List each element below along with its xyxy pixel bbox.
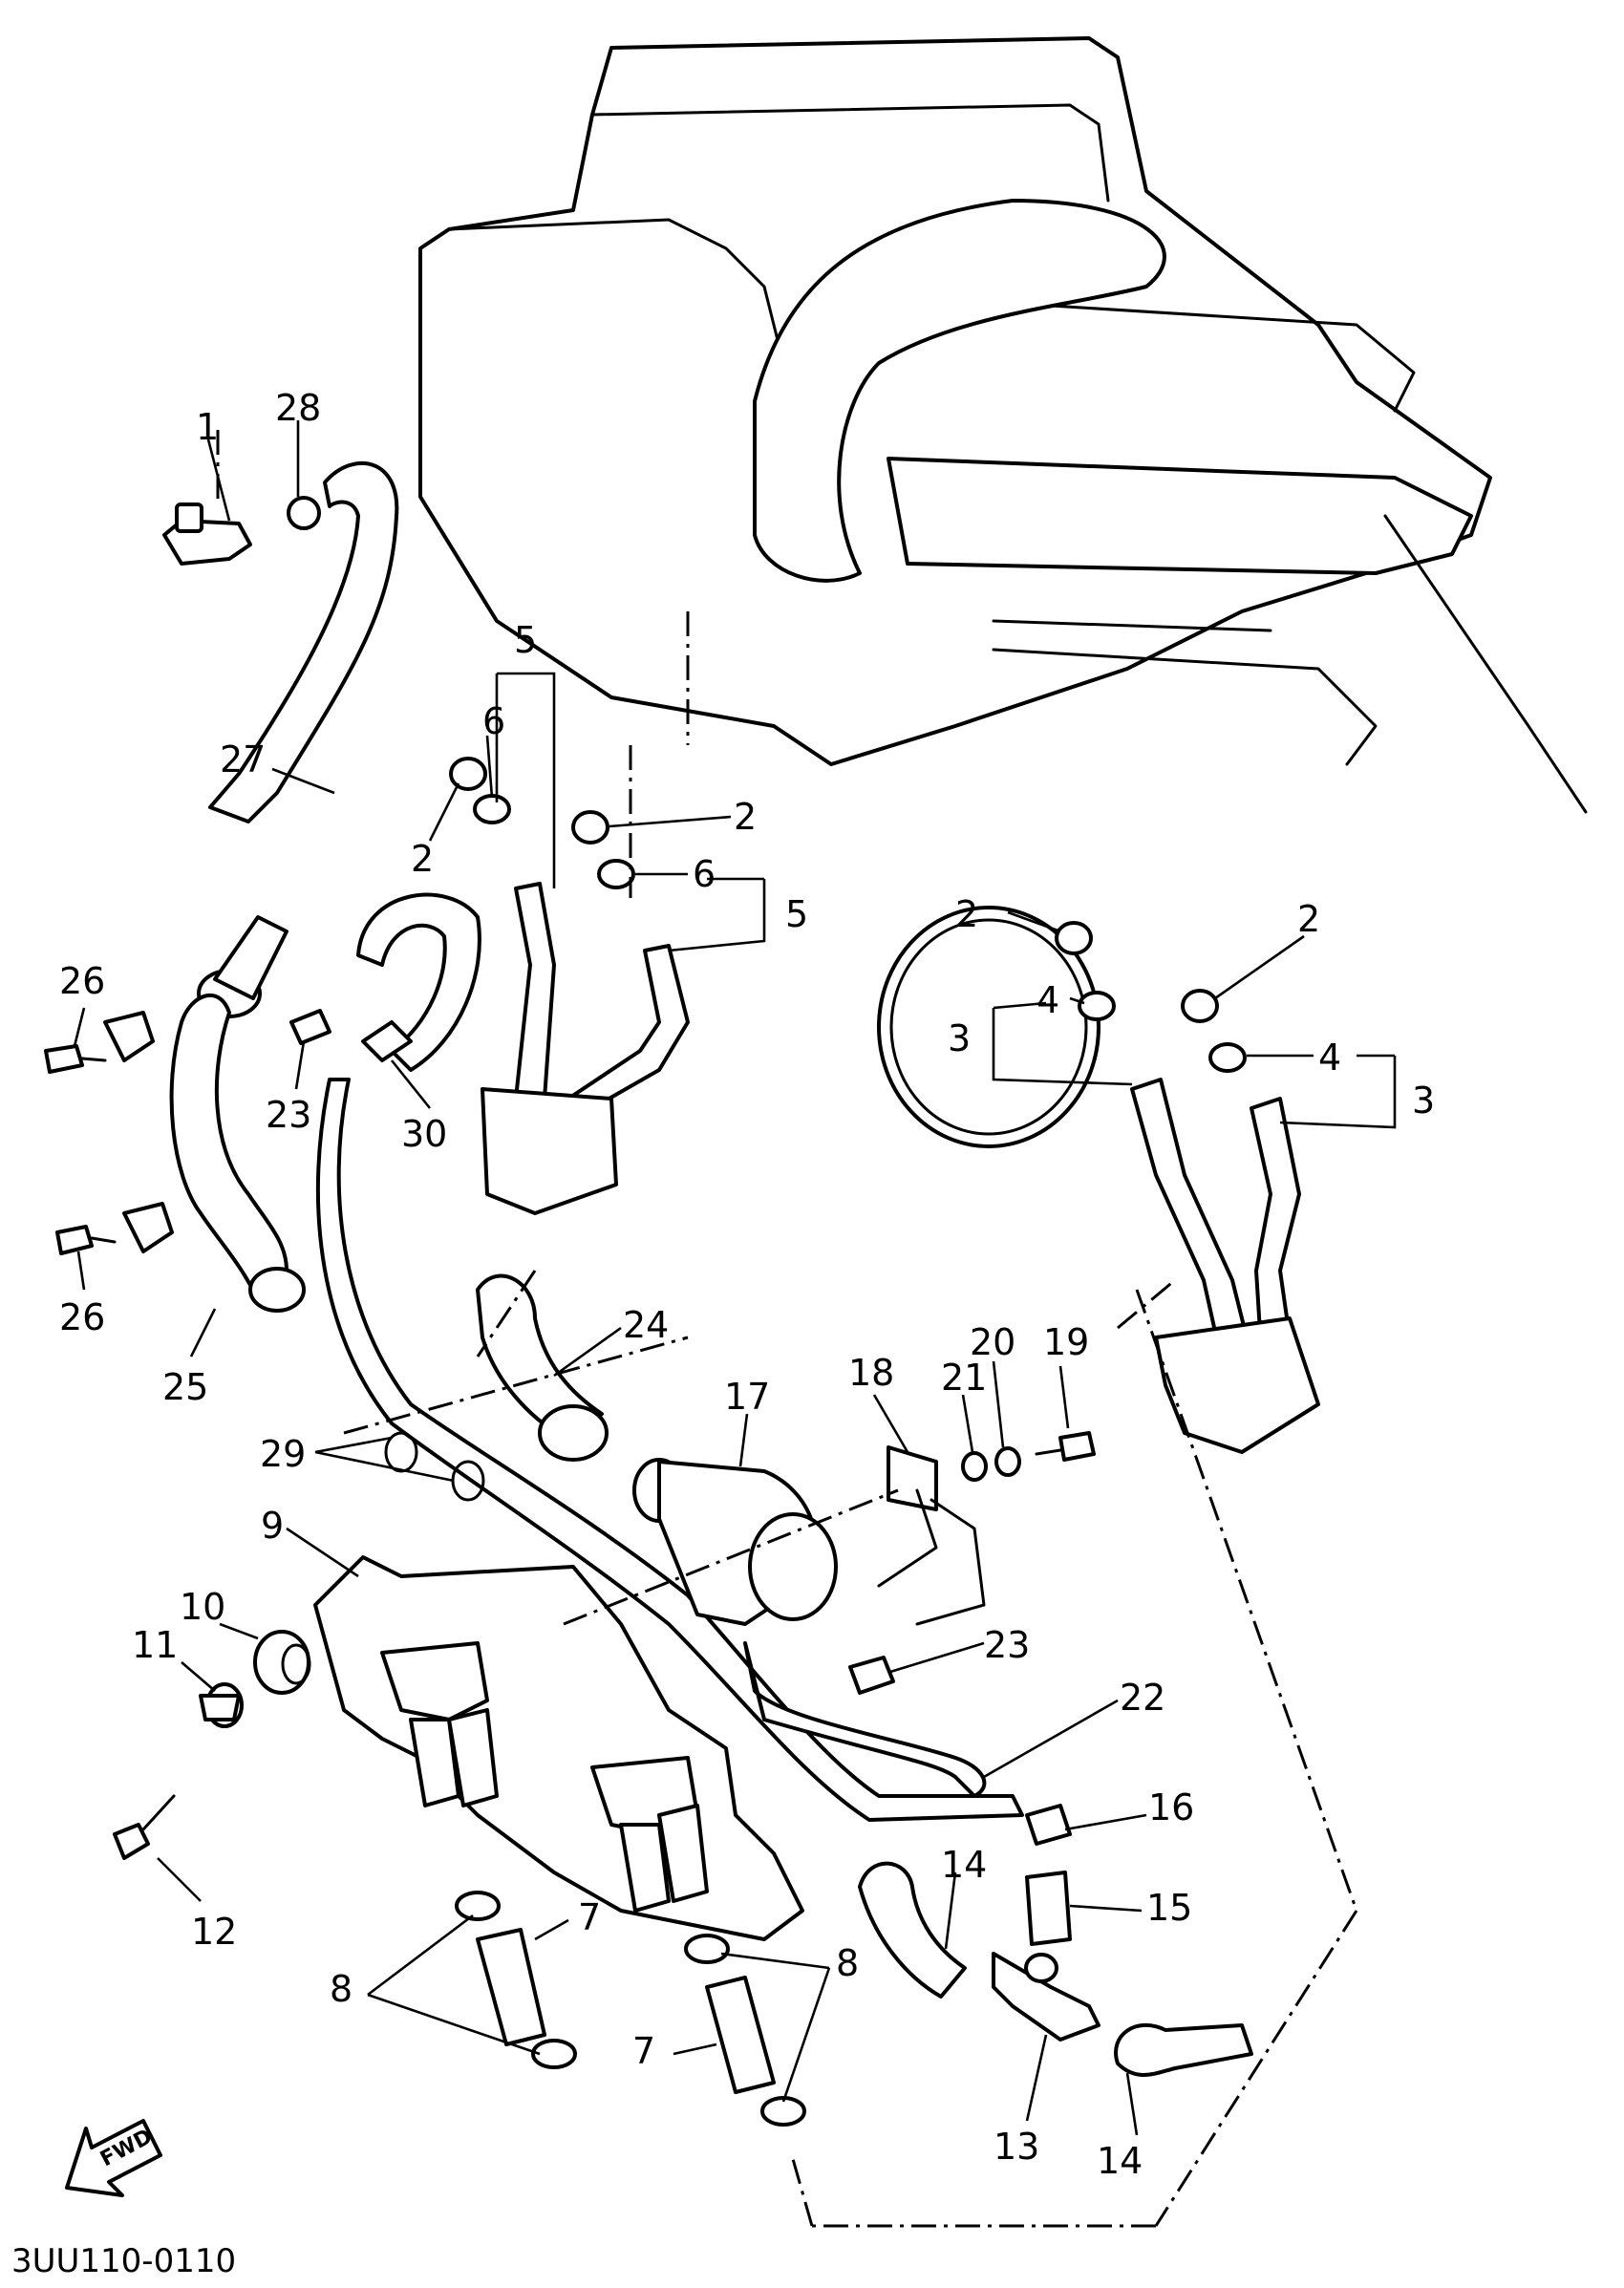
part-26-bolts: [44, 1044, 117, 1255]
assembly-lines: [216, 430, 1358, 2228]
callout-8: 8: [836, 1942, 859, 1984]
callout-3: 3: [1412, 1080, 1435, 1122]
part-14-hose-a: [858, 1861, 967, 1999]
callout-30: 30: [401, 1113, 447, 1155]
callout-14: 14: [1097, 2140, 1143, 2182]
callout-12: 12: [191, 1911, 237, 1953]
callout-23: 23: [266, 1094, 311, 1136]
part-12-bolt: [113, 1794, 176, 1860]
part-8-clamps: [455, 1891, 806, 2127]
part-10-grommet: [253, 1630, 311, 1695]
callout-20: 20: [970, 1321, 1015, 1363]
callout-5: 5: [785, 893, 808, 935]
part-20-spring-washer: [994, 1446, 1021, 1477]
callout-7: 7: [578, 1896, 601, 1938]
callout-2: 2: [734, 796, 757, 838]
part-13-joint: [992, 1952, 1100, 2042]
callout-17: 17: [724, 1376, 770, 1418]
callout-9: 9: [261, 1505, 284, 1547]
callout-27: 27: [220, 738, 266, 780]
callout-1: 1: [196, 406, 219, 448]
callout-15: 15: [1146, 1887, 1192, 1929]
callout-16: 16: [1148, 1786, 1194, 1828]
callout-21: 21: [941, 1357, 987, 1399]
callout-11: 11: [132, 1624, 178, 1666]
part-18-bracket: [877, 1445, 986, 1626]
part-14-hose-b: [1114, 2023, 1253, 2077]
callout-4: 4: [1318, 1037, 1341, 1079]
part-25-pipe: [169, 993, 288, 1301]
callout-25: 25: [162, 1366, 208, 1408]
part-11-collar: [199, 1682, 244, 1728]
callout-6: 6: [693, 853, 716, 895]
part-4-clamps-right: [1078, 991, 1247, 1073]
callout-5: 5: [514, 619, 537, 661]
callout-2: 2: [955, 893, 978, 935]
part-30-hose-and-clamp: [356, 892, 481, 1072]
part-19-screw: [1035, 1431, 1096, 1462]
callout-26: 26: [59, 1296, 105, 1338]
part-3-pipe-assy-right: [1130, 1078, 1320, 1454]
part-23-clamp-b: [848, 1656, 895, 1695]
diagram-code: 3UU110-0110: [11, 2242, 236, 2280]
callout-7: 7: [632, 2030, 655, 2072]
callout-4: 4: [1036, 979, 1059, 1021]
part-6-clamps-left: [473, 794, 635, 889]
callout-labels: 1 28 27 5 6 2 2 6 5 2 2 4 3 4 3 26 26 23…: [59, 387, 1435, 2182]
part-21-washer: [961, 1451, 988, 1482]
callout-29: 29: [260, 1433, 306, 1475]
callout-22: 22: [1120, 1677, 1165, 1719]
callout-24: 24: [623, 1304, 669, 1346]
callout-10: 10: [180, 1586, 225, 1628]
part-24-hose: [476, 1273, 604, 1444]
callout-leaders: [73, 420, 1397, 2136]
part-9-reed-valve-plate: [313, 1555, 804, 1941]
callout-14: 14: [941, 1844, 987, 1886]
callout-23: 23: [984, 1624, 1030, 1666]
part-5-pipe-assy-left: [481, 882, 690, 1215]
callout-26: 26: [59, 960, 105, 1002]
fwd-arrow-icon: FWD: [65, 2119, 162, 2197]
part-1-elbow-fitting: [162, 503, 252, 566]
callout-28: 28: [275, 387, 321, 429]
part-28-o-ring: [287, 496, 321, 530]
part-16-clamp: [1025, 1804, 1072, 1846]
callout-18: 18: [848, 1352, 894, 1394]
part-23-clamp-a: [289, 1009, 331, 1045]
callout-3: 3: [948, 1017, 971, 1059]
part-15-hose: [1025, 1871, 1072, 1946]
part-7-hoses: [476, 1928, 776, 2094]
part-2-caps-right: [1055, 921, 1219, 1023]
part-27-hose: [208, 460, 399, 823]
callout-13: 13: [994, 2126, 1039, 2168]
callout-2: 2: [411, 838, 434, 880]
callout-2: 2: [1297, 898, 1320, 940]
part-22-hose: [743, 1641, 987, 1798]
part-2-caps-left: [449, 757, 609, 845]
engine-head-outline: [418, 36, 1588, 1148]
callout-19: 19: [1043, 1321, 1089, 1363]
callout-8: 8: [330, 1968, 353, 2010]
callout-6: 6: [482, 700, 505, 742]
